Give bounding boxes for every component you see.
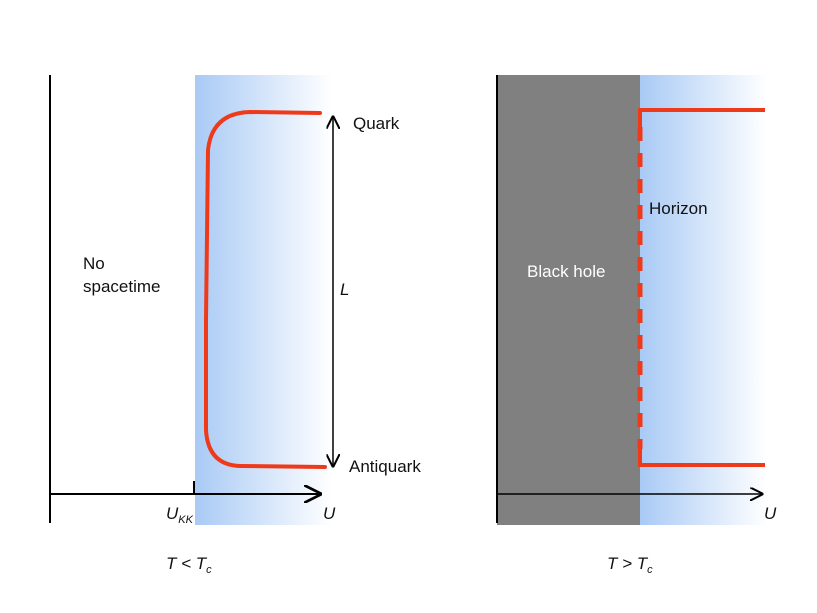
no-spacetime-label-line1: No	[83, 254, 105, 273]
antiquark-label: Antiquark	[349, 457, 421, 476]
left-panel: No spacetime Quark Antiquark L U UKK T <…	[49, 75, 421, 576]
left-caption-main: T < T	[166, 554, 208, 573]
left-caption-sub: c	[206, 564, 212, 576]
right-caption-main: T > T	[607, 554, 649, 573]
right-string-top	[638, 108, 765, 127]
right-axis-label: U	[764, 504, 777, 523]
length-label: L	[340, 280, 349, 299]
right-caption: T > Tc	[607, 554, 653, 576]
ukk-main: U	[166, 504, 179, 523]
left-axis-label: U	[323, 504, 336, 523]
ukk-label: UKK	[166, 504, 194, 526]
left-string-curve	[204, 110, 327, 469]
black-hole-region	[497, 75, 640, 525]
right-panel: Black hole Horizon U T > Tc	[496, 75, 777, 576]
ukk-sub: KK	[178, 514, 193, 526]
left-blue-region	[195, 75, 332, 525]
right-caption-sub: c	[647, 564, 653, 576]
left-caption: T < Tc	[166, 554, 212, 576]
black-hole-label: Black hole	[527, 262, 605, 281]
horizon-label: Horizon	[649, 199, 708, 218]
quark-label: Quark	[353, 114, 400, 133]
right-blue-region	[640, 75, 767, 525]
right-string-bottom	[638, 449, 765, 467]
no-spacetime-label-line2: spacetime	[83, 277, 160, 296]
